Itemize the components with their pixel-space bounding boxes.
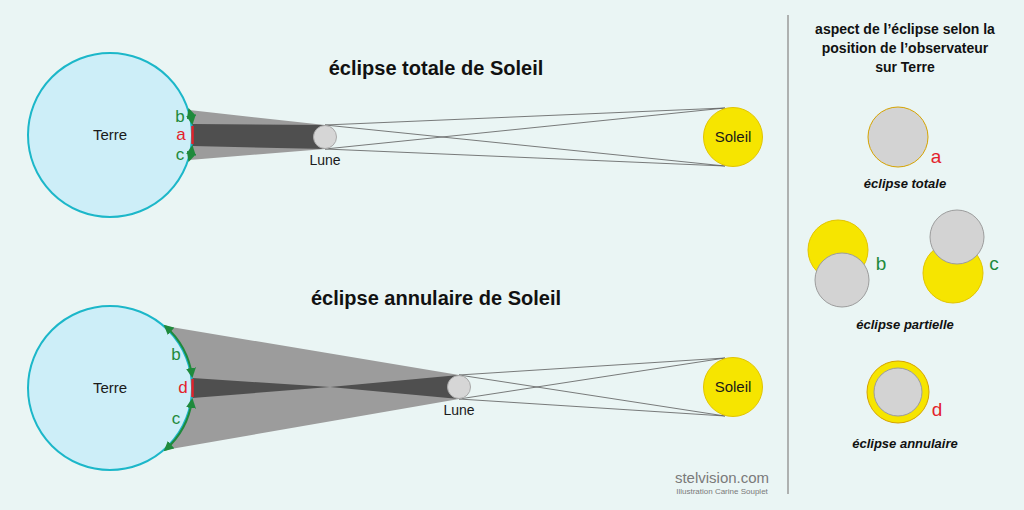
earth-circle: Terre (27, 52, 193, 218)
sun-circle: Soleil (703, 107, 763, 167)
light-ray (459, 399, 725, 416)
position-letter: c (172, 409, 181, 429)
icon-caption: éclipse annulaire (852, 437, 958, 452)
earth-circle: Terre (27, 305, 193, 471)
light-ray (325, 149, 725, 166)
position-letter: b (175, 107, 184, 127)
position-letter: d (932, 399, 943, 421)
light-ray (325, 125, 725, 166)
sun-disc (867, 361, 929, 423)
credit-note: Illustration Carine Souplet (676, 487, 768, 496)
node-outline (313, 125, 337, 149)
light-ray (459, 358, 725, 399)
body-name: Soleil (715, 378, 752, 396)
panel-separator (787, 15, 789, 494)
node-circle (28, 53, 192, 217)
position-letter: c (176, 145, 185, 165)
sun-disc (808, 220, 868, 280)
moon-circle: Lune (447, 375, 471, 399)
watermark: stelvision.com (675, 469, 769, 486)
umbra-cone (192, 124, 325, 149)
position-letter: a (931, 146, 942, 168)
sun-circle: Soleil (703, 357, 763, 417)
moon-disc (874, 368, 922, 416)
light-ray (325, 108, 725, 125)
node-outline (447, 375, 471, 399)
penumbra-cone (189, 110, 325, 160)
position-letter: d (178, 378, 187, 398)
observer-zone-arc (165, 326, 192, 376)
position-letter: b (171, 345, 180, 365)
light-ray (459, 375, 725, 416)
section-title: éclipse totale de Soleil (329, 57, 544, 80)
observer-zone-arc (165, 400, 192, 450)
observer-zone-arc (189, 110, 192, 123)
node-circle (448, 376, 471, 399)
observer-zone-arc (189, 147, 192, 160)
umbra-cone (330, 375, 459, 399)
penumbra-cone (165, 326, 459, 450)
observer-zone-mark (191, 379, 194, 397)
sun-disc (923, 243, 983, 303)
body-name: Terre (93, 379, 127, 397)
light-ray (325, 108, 725, 149)
position-letter: c (989, 253, 999, 275)
node-circle (314, 126, 337, 149)
panel-heading: aspect de l’éclipse selon la position de… (810, 20, 1000, 77)
section-title: éclipse annulaire de Soleil (311, 287, 561, 310)
antumbra-cone (192, 378, 330, 398)
position-letter: b (876, 253, 887, 275)
position-letter: a (176, 125, 185, 145)
body-name-label: Lune (309, 152, 340, 169)
body-name-label: Lune (443, 402, 474, 419)
moon-disc (815, 253, 869, 307)
total-eclipse-icon (868, 107, 928, 167)
moon-disc (930, 210, 984, 264)
body-name: Soleil (715, 128, 752, 146)
light-ray (459, 358, 725, 375)
icon-caption: éclipse totale (864, 177, 946, 192)
observer-zone-mark (191, 126, 194, 144)
body-name: Terre (93, 126, 127, 144)
icon-caption: éclipse partielle (856, 318, 954, 333)
node-circle (704, 108, 763, 167)
node-circle (704, 358, 763, 417)
node-circle (28, 306, 192, 470)
moon-circle: Lune (313, 125, 337, 149)
